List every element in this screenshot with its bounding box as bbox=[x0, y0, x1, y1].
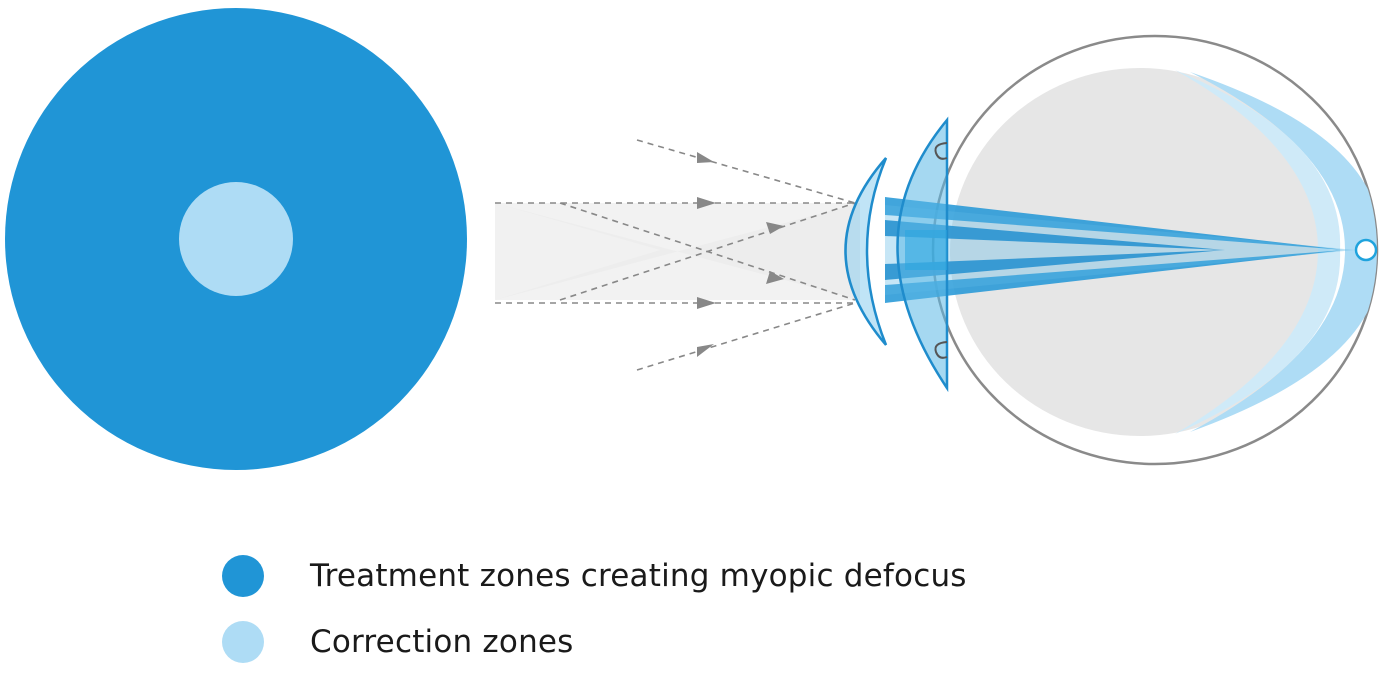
retina-band-outer bbox=[1190, 72, 1377, 432]
ray-cross-up bbox=[559, 202, 856, 301]
lens-front-view bbox=[5, 8, 467, 470]
treatment-swatch-icon bbox=[222, 555, 264, 597]
ray-band-outer-top bbox=[885, 197, 1345, 250]
incoming-rays bbox=[495, 139, 856, 371]
arrow-icon bbox=[697, 197, 716, 209]
legend-label-correction: Correction zones bbox=[310, 624, 574, 660]
arrow-icon bbox=[697, 152, 714, 163]
arrow-icon bbox=[766, 222, 784, 234]
ray-band-soft bbox=[885, 205, 1355, 295]
legend-item-correction: Correction zones bbox=[222, 621, 574, 663]
ray-upper-diag bbox=[636, 139, 856, 204]
iris-bottom bbox=[934, 341, 948, 359]
focused-rays bbox=[885, 197, 1355, 303]
lens-optical-zone bbox=[905, 230, 947, 270]
correction-zone-center bbox=[179, 182, 293, 296]
legend-label-treatment: Treatment zones creating myopic defocus bbox=[310, 558, 967, 594]
eye bbox=[844, 34, 1379, 466]
ray-band-outer-bottom bbox=[885, 250, 1345, 303]
retina-band-inner bbox=[1175, 70, 1341, 434]
arrow-icon bbox=[697, 297, 716, 309]
light-beams bbox=[495, 203, 860, 300]
arrow-icon bbox=[697, 344, 714, 357]
ray-lower-diag bbox=[636, 302, 856, 371]
contact-lens bbox=[844, 157, 888, 346]
correction-swatch-icon bbox=[222, 621, 264, 663]
focal-point-marker bbox=[1354, 238, 1378, 262]
iris-top bbox=[934, 142, 948, 160]
ray-arrows bbox=[697, 152, 784, 357]
legend-item-treatment: Treatment zones creating myopic defocus bbox=[222, 555, 967, 597]
arrow-icon bbox=[766, 271, 784, 284]
ray-band-inner-top bbox=[885, 220, 1225, 250]
ray-band-inner-bottom bbox=[885, 250, 1225, 280]
vitreous bbox=[950, 68, 1330, 436]
